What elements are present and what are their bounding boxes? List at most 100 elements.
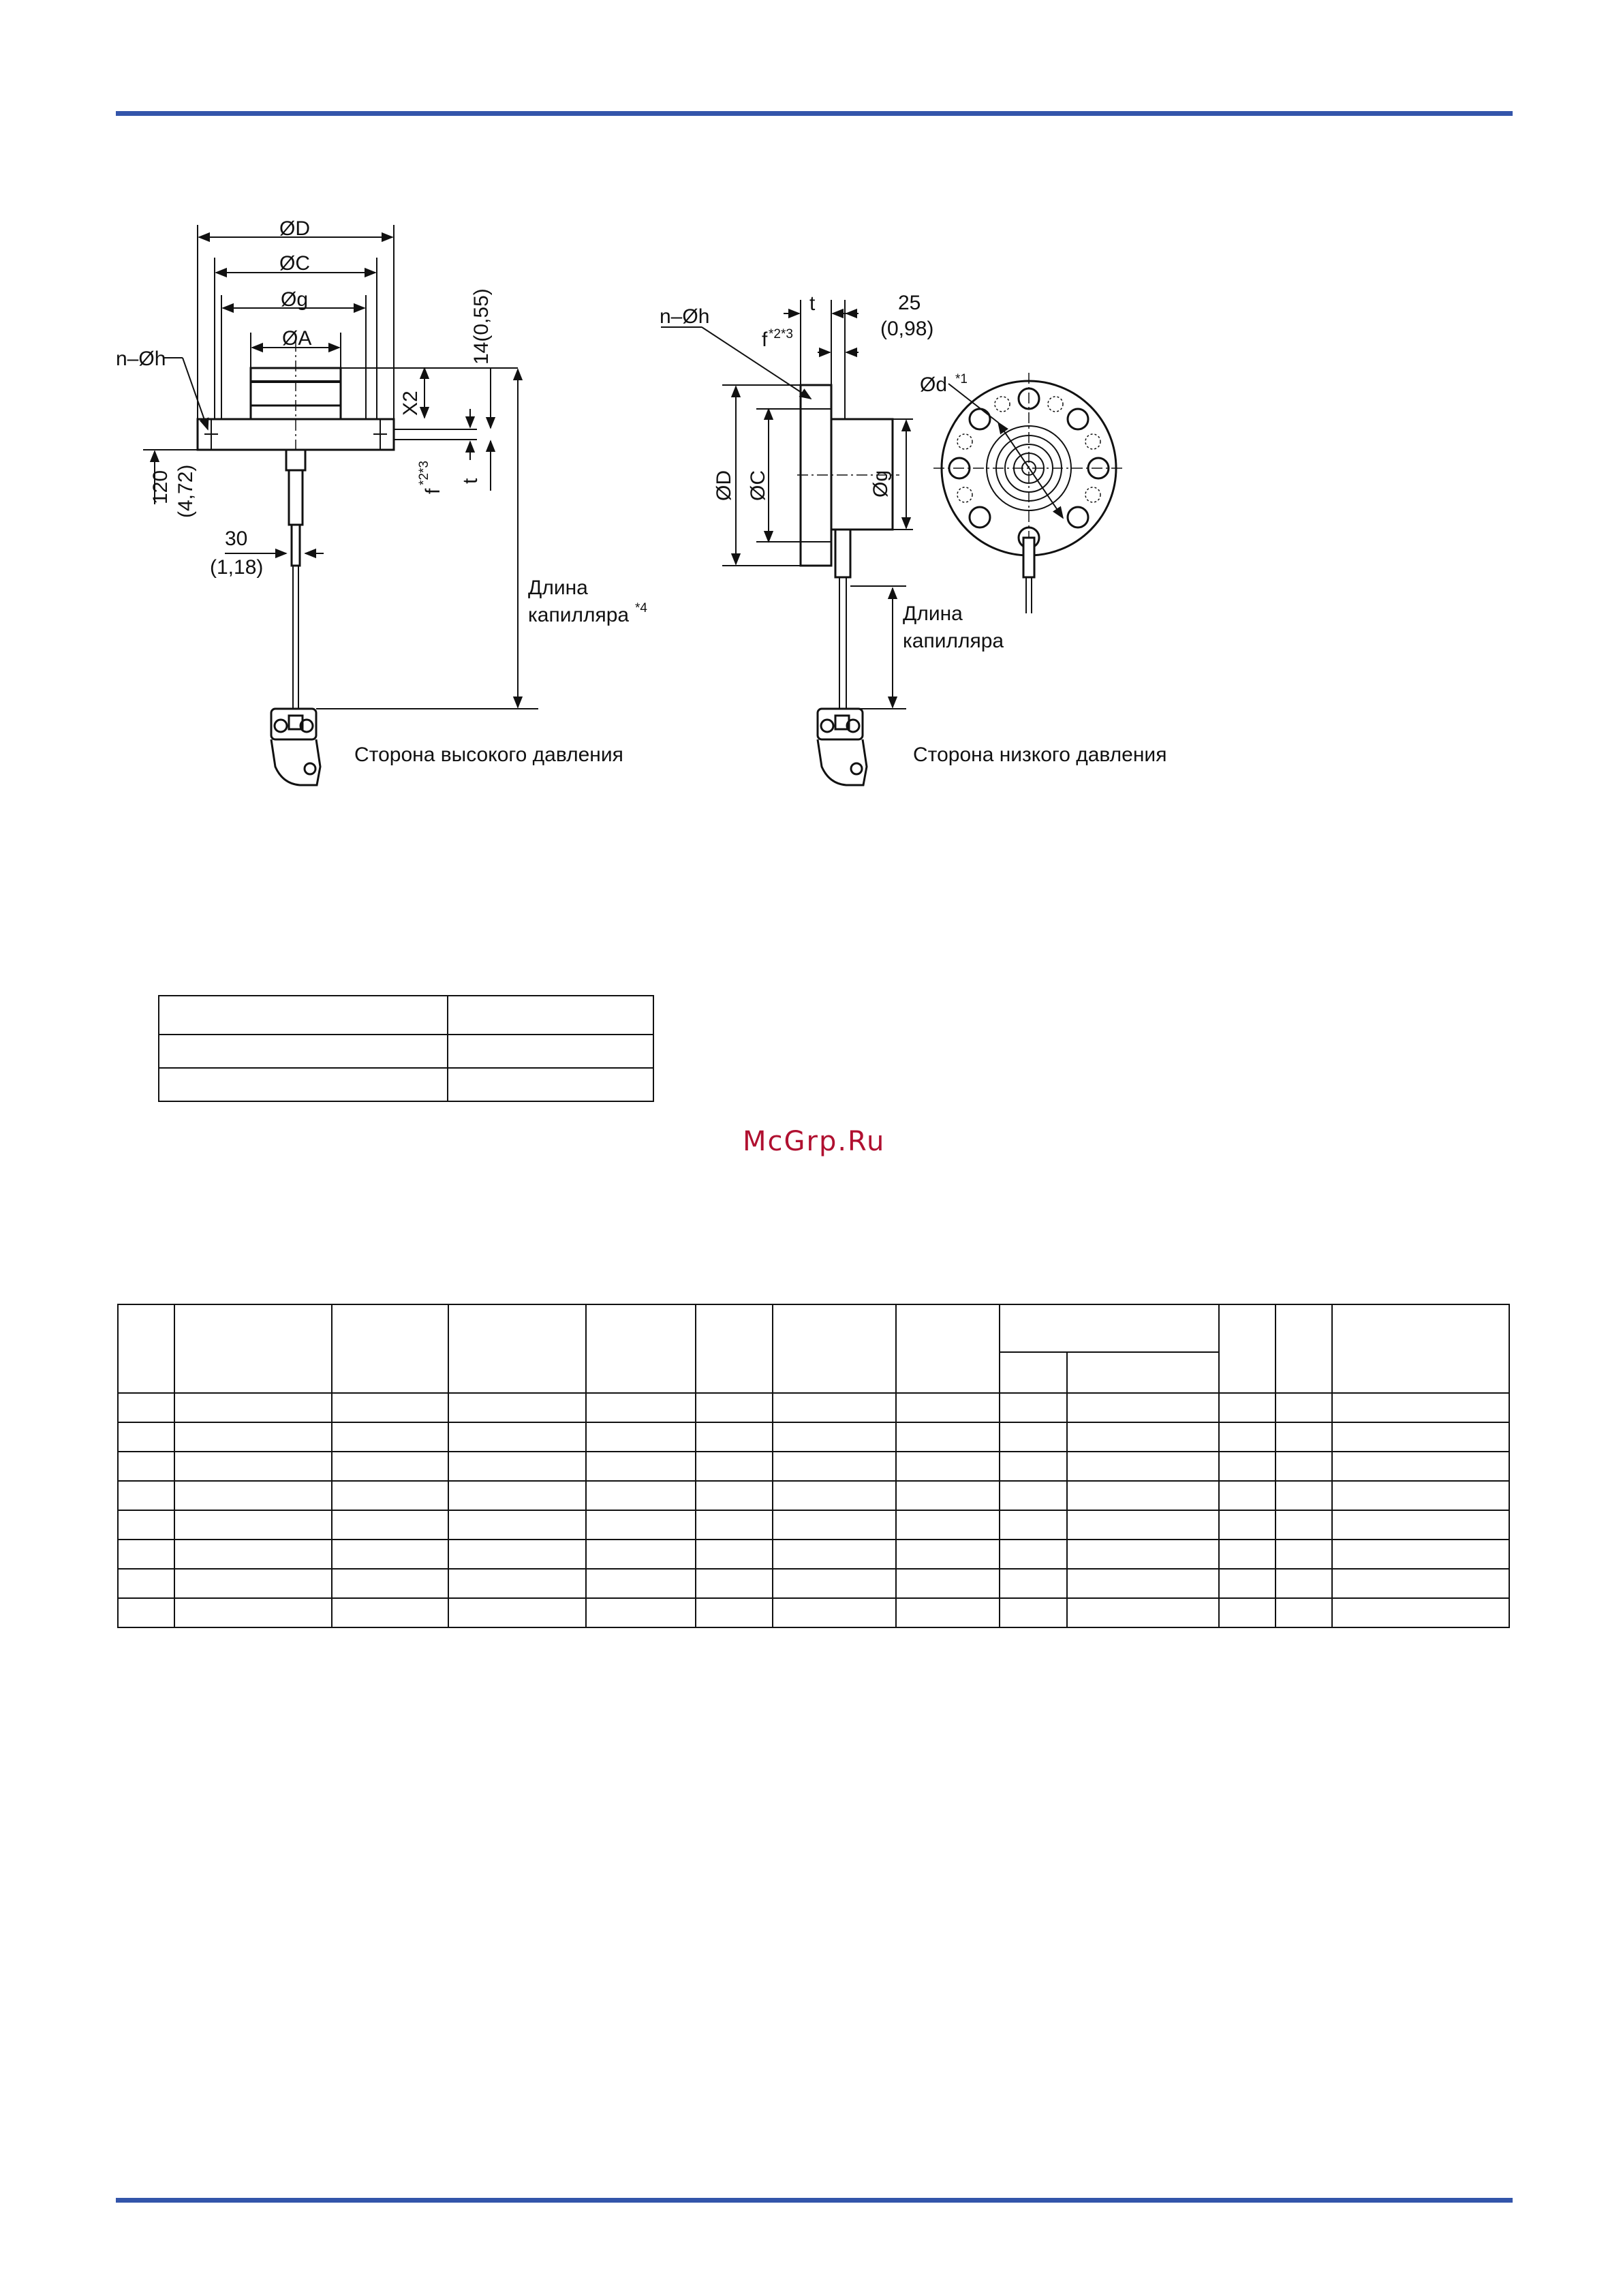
- table-cell: [1331, 1539, 1510, 1570]
- table-header-cell: [999, 1351, 1068, 1394]
- table-cell: [771, 1539, 897, 1570]
- technical-drawing: ØD ØC Øg ØA n–Øh 14(0,55) X2 f *2*3 t 12…: [116, 217, 1166, 786]
- table-cell: [1331, 1480, 1510, 1511]
- table-cell: [1218, 1539, 1276, 1570]
- table-cell: [117, 1480, 175, 1511]
- table-cell: [330, 1422, 450, 1452]
- table-cell: [117, 1568, 175, 1599]
- table-cell: [1066, 1392, 1220, 1423]
- table-cell: [999, 1539, 1068, 1570]
- table-cell: [771, 1451, 897, 1482]
- table-cell: [330, 1568, 450, 1599]
- table-cell: [1218, 1422, 1276, 1452]
- table-cell: [1218, 1510, 1276, 1540]
- table-cell: [448, 1422, 587, 1452]
- table-cell: [771, 1392, 897, 1423]
- table-row: [117, 1539, 1510, 1570]
- lp-caption: Сторона низкого давления: [913, 744, 1166, 766]
- lp-holes-label: n–Øh: [660, 305, 709, 328]
- table-cell: [1066, 1597, 1220, 1628]
- table-header-cell: [448, 1304, 587, 1394]
- table-cell: [1274, 1451, 1333, 1482]
- hp-dim-a: ØA: [282, 327, 311, 350]
- table-cell: [695, 1392, 773, 1423]
- hp-capillary-line2: капилляра: [528, 604, 629, 626]
- table-row: [117, 1568, 1510, 1599]
- table-cell: [895, 1597, 1001, 1628]
- table-cell: [771, 1510, 897, 1540]
- table-cell: [1066, 1568, 1220, 1599]
- table-cell: [330, 1480, 450, 1511]
- table-cell: [173, 1539, 333, 1570]
- table-cell: [1218, 1597, 1276, 1628]
- table-cell: [895, 1422, 1001, 1452]
- table-header-cell: [1274, 1304, 1333, 1394]
- table-cell: [173, 1597, 333, 1628]
- table-cell: [999, 1451, 1068, 1482]
- table-cell: [117, 1597, 175, 1628]
- table-row: [117, 1451, 1510, 1482]
- table-header-cell: [173, 1304, 333, 1394]
- hp-f-sup: *2*3: [417, 461, 431, 485]
- table-cell: [173, 1392, 333, 1423]
- table-cell: [999, 1392, 1068, 1423]
- table-cell: [585, 1480, 697, 1511]
- table-cell: [1218, 1451, 1276, 1482]
- lp-dim-25-inch: (0,98): [880, 318, 933, 340]
- table-cell: [447, 1034, 654, 1069]
- table-cell: [895, 1392, 1001, 1423]
- table-cell: [330, 1597, 450, 1628]
- table-cell: [585, 1539, 697, 1570]
- table-cell: [117, 1422, 175, 1452]
- table-header-cell: [771, 1304, 897, 1394]
- table-cell: [158, 995, 448, 1035]
- watermark: McGrp.Ru: [743, 1126, 886, 1157]
- table-cell: [117, 1392, 175, 1423]
- hp-dim-30-inch: (1,18): [210, 556, 263, 579]
- table-cell: [330, 1451, 450, 1482]
- table-header-cell: [1331, 1304, 1510, 1394]
- table-cell: [158, 1067, 448, 1102]
- top-rule: [116, 111, 1513, 116]
- table-header-cell: [999, 1304, 1220, 1353]
- lp-dim-small-d: Ød: [920, 373, 947, 396]
- high-pressure-view: [143, 225, 538, 786]
- small-table: [158, 995, 654, 1102]
- lp-d-sup: *1: [955, 372, 968, 386]
- table-cell: [585, 1568, 697, 1599]
- table-cell: [695, 1480, 773, 1511]
- large-table: [117, 1304, 1510, 1628]
- table-cell: [1331, 1422, 1510, 1452]
- table-cell: [1218, 1568, 1276, 1599]
- table-cell: [158, 1034, 448, 1069]
- table-cell: [1274, 1539, 1333, 1570]
- table-cell: [1274, 1480, 1333, 1511]
- table-row: [117, 1597, 1510, 1628]
- lp-f-sup: *2*3: [769, 327, 793, 341]
- table-row: [117, 1422, 1510, 1452]
- table-cell: [999, 1422, 1068, 1452]
- hp-holes-label: n–Øh: [116, 348, 166, 370]
- table-cell: [895, 1510, 1001, 1540]
- table-cell: [695, 1597, 773, 1628]
- table-cell: [1274, 1392, 1333, 1423]
- hp-f-label: f: [422, 488, 444, 494]
- hp-dim-30: 30: [225, 527, 247, 550]
- table-cell: [1274, 1422, 1333, 1452]
- table-cell: [1331, 1568, 1510, 1599]
- table-cell: [999, 1597, 1068, 1628]
- table-cell: [771, 1597, 897, 1628]
- table-cell: [695, 1451, 773, 1482]
- table-cell: [448, 1568, 587, 1599]
- table-cell: [448, 1510, 587, 1540]
- table-cell: [771, 1422, 897, 1452]
- table-cell: [1218, 1480, 1276, 1511]
- hp-dim-120-inch: (4,72): [174, 465, 197, 518]
- table-cell: [895, 1451, 1001, 1482]
- lp-t-label: t: [809, 292, 816, 315]
- hp-capillary-line1: Длина: [528, 577, 588, 599]
- table-row: [117, 1480, 1510, 1511]
- lp-dim-d: ØD: [713, 470, 735, 501]
- table-cell: [330, 1510, 450, 1540]
- hp-x2-label: X2: [399, 391, 422, 416]
